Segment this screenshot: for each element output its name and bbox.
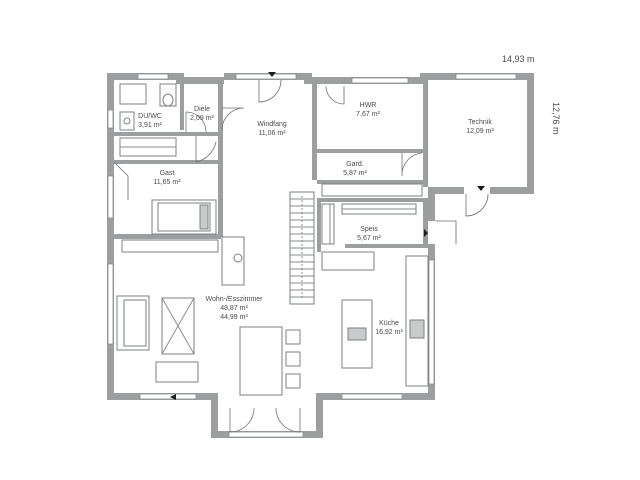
room-label-du-wc: DU/WC 3,91 m² — [138, 113, 162, 129]
windows — [107, 73, 517, 438]
room-label-speis: Speis 5,67 m² — [357, 226, 381, 242]
svg-text:Speis: Speis — [360, 226, 378, 233]
bathroom-fixtures — [119, 83, 177, 157]
svg-text:Windfang: Windfang — [257, 121, 287, 128]
interior-walls — [114, 80, 428, 252]
svg-text:7,67 m²: 7,67 m² — [356, 111, 380, 118]
sideboard — [321, 251, 375, 271]
room-label-gast: Gast 11,65 m² — [153, 170, 181, 186]
entrance-arrow-technik — [477, 186, 485, 191]
svg-text:Wohn-/Esszimmer: Wohn-/Esszimmer — [205, 296, 263, 303]
kitchen-counter — [405, 255, 429, 387]
svg-text:16,92 m²: 16,92 m² — [375, 329, 403, 336]
dining-table — [239, 326, 283, 396]
svg-text:11,65 m²: 11,65 m² — [153, 179, 181, 186]
storage-shelves — [321, 183, 423, 245]
svg-text:HWR: HWR — [360, 102, 377, 109]
svg-text:44,99 m²: 44,99 m² — [220, 314, 248, 321]
svg-text:Gast: Gast — [160, 170, 175, 177]
guest-bed — [151, 199, 217, 235]
fireplace-icon — [233, 253, 243, 263]
room-label-technik: Technik 12,09 m² — [466, 119, 494, 135]
svg-text:48,87 m²: 48,87 m² — [220, 305, 248, 312]
depth-dimension: 12,76 m — [551, 102, 561, 135]
svg-text:Gard.: Gard. — [346, 161, 364, 168]
room-label-kueche: Küche 16,92 m² — [375, 320, 403, 336]
entrance-arrow-bottom — [170, 394, 176, 400]
guest-wardrobe — [121, 239, 219, 253]
svg-text:Diele: Diele — [194, 106, 210, 113]
svg-text:12,09 m²: 12,09 m² — [466, 128, 494, 135]
kitchen-island — [341, 299, 373, 369]
room-label-windfang: Windfang 11,06 m² — [257, 121, 287, 137]
armchair — [155, 361, 199, 383]
coffee-table — [161, 297, 195, 355]
svg-text:5,67 m²: 5,67 m² — [357, 235, 381, 242]
svg-text:11,06 m²: 11,06 m² — [258, 130, 286, 137]
sofa — [116, 295, 150, 351]
tv-cabinet — [221, 236, 245, 286]
svg-text:DU/WC: DU/WC — [138, 113, 162, 120]
svg-text:2,09 m²: 2,09 m² — [190, 115, 214, 122]
entrance-arrow-speis — [424, 229, 428, 237]
width-dimension: 14,93 m — [502, 54, 535, 64]
svg-text:Technik: Technik — [468, 119, 492, 126]
room-label-hwr: HWR 7,67 m² — [356, 102, 380, 118]
svg-text:5,87 m²: 5,87 m² — [343, 170, 367, 177]
staircase — [289, 191, 315, 305]
room-label-wohn-esszimmer: Wohn-/Esszimmer 48,87 m² 44,99 m² — [205, 296, 263, 321]
svg-text:3,91 m²: 3,91 m² — [138, 122, 162, 129]
entrance-arrow-top — [268, 72, 276, 77]
svg-text:Küche: Küche — [379, 320, 399, 327]
doors — [113, 79, 489, 433]
room-label-gard: Gard. 5,87 m² — [343, 161, 367, 177]
dining-chairs — [285, 329, 301, 389]
room-label-diele: Diele 2,09 m² — [190, 106, 214, 122]
